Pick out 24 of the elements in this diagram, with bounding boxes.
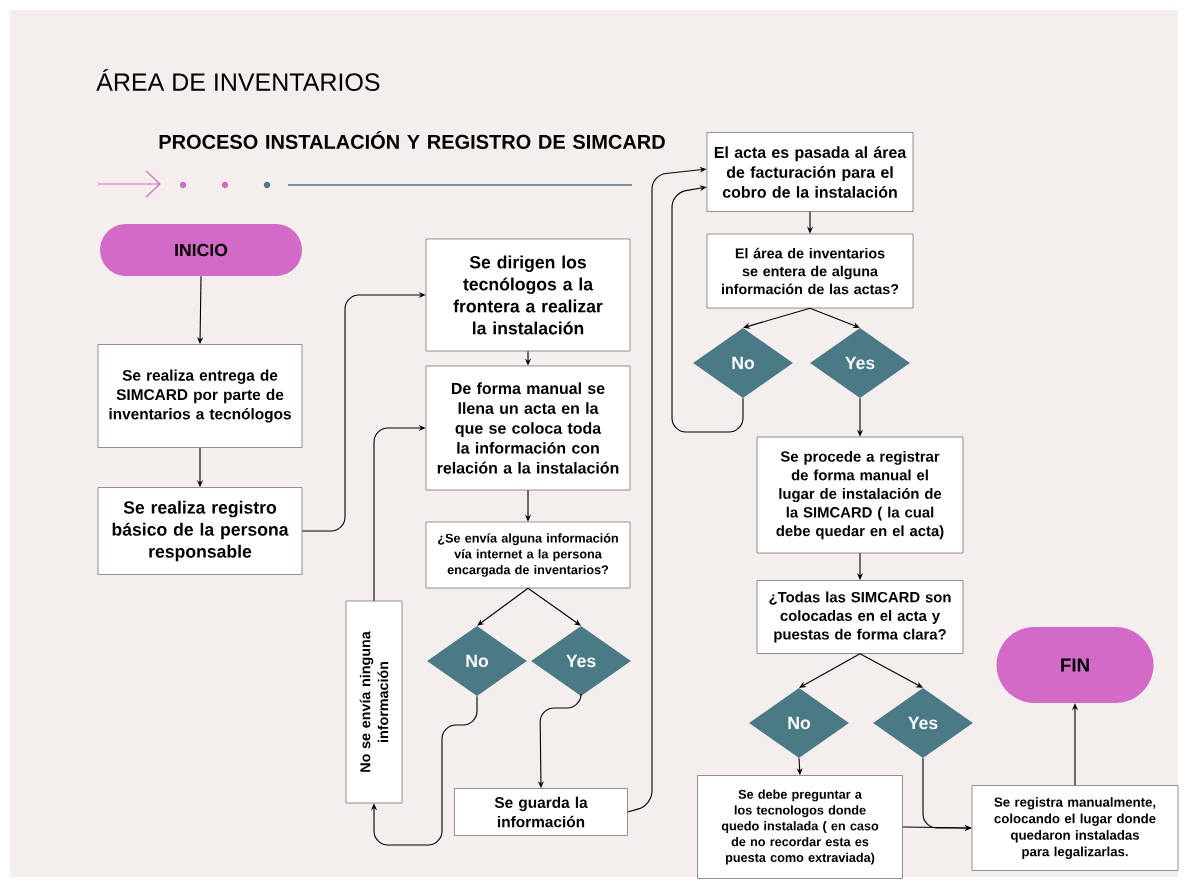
arrow xyxy=(743,307,811,329)
arrow xyxy=(859,653,923,688)
arrow xyxy=(671,185,744,433)
question-box: El área de inventarios se entera de alguna información de las actas? xyxy=(706,233,914,309)
process-box: Se guarda la información xyxy=(454,788,628,836)
question-box: ¿Se envía alguna información vía internet a la persona encargada de inventarios? xyxy=(425,521,631,589)
process-box: El acta es pasada al área de facturación para el cobro de la instalación xyxy=(706,132,914,212)
process-box: Se debe preguntar a los tecnologos donde quedo instalada ( en caso de no recordar esta es puesta como extraviada) xyxy=(697,775,903,879)
process-box: Se dirigen los tecnólogos a la frontera a realizar la instalación xyxy=(425,238,631,352)
process-box: Se registra manualmente, colocando el lugar donde quedaron instaladas para legalizarlas. xyxy=(971,785,1179,871)
arrow xyxy=(477,587,529,626)
process-box: Se realiza entrega de SIMCARD por parte de inventarios a tecnólogos xyxy=(97,344,303,448)
process-box: De forma manual se llena un acta en la que se coloca toda la información con relación a la instalación xyxy=(425,365,631,491)
arrow xyxy=(799,653,861,688)
title: PROCESO INSTALACIÓN Y REGISTRO DE SIMCARD xyxy=(159,131,665,149)
process-box: No se envía ninguna información xyxy=(345,600,403,804)
process-box: Se realiza registro básico de la persona responsable xyxy=(97,487,303,575)
question-box: ¿Todas las SIMCARD son colocadas en el acta y puestas de forma clara? xyxy=(756,580,964,654)
process-box: Se procede a registrar de forma manual el lugar de instalación de la SIMCARD ( la cual debe quedar en el acta) xyxy=(756,436,964,554)
heading: ÁREA DE INVENTARIOS xyxy=(96,69,380,91)
terminal-pill: FIN xyxy=(996,627,1154,703)
terminal-pill: INICIO xyxy=(100,224,302,276)
arrow xyxy=(527,587,581,626)
arrow xyxy=(370,695,478,846)
